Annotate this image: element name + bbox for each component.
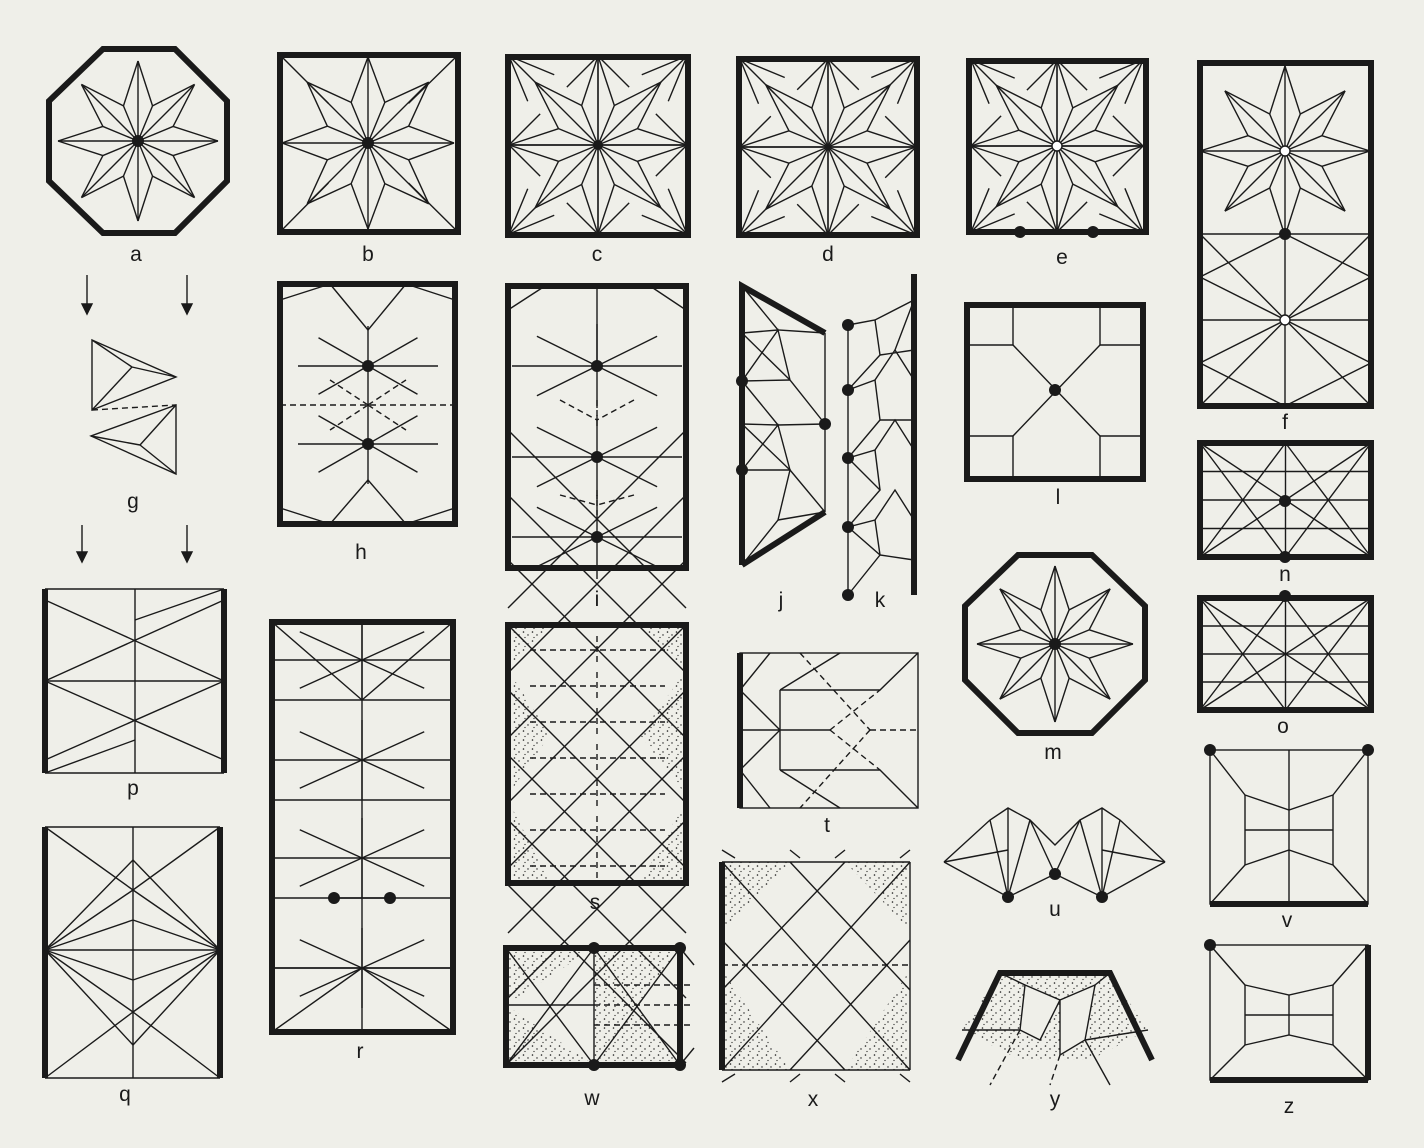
panel-r: r [272, 620, 453, 1063]
panel-f: f [1200, 63, 1371, 434]
panel-u: u [944, 808, 1165, 921]
panel-k: k [842, 274, 914, 612]
label-l: l [1056, 486, 1061, 509]
panel-q: q [45, 827, 220, 1106]
label-s: s [590, 891, 601, 914]
label-n: n [1279, 563, 1291, 586]
label-f: f [1282, 411, 1288, 434]
panel-a: a [49, 49, 227, 266]
label-z: z [1284, 1095, 1295, 1118]
label-j: j [778, 589, 784, 612]
panel-n: n [1200, 443, 1371, 586]
panel-e: e [969, 60, 1146, 269]
panel-i: i [508, 286, 686, 611]
panel-x: x [722, 850, 910, 1111]
label-i: i [595, 588, 600, 611]
label-h: h [355, 541, 367, 564]
panel-p: p [45, 589, 224, 800]
panel-b: b [280, 55, 458, 266]
panel-z: z [1204, 939, 1368, 1118]
panel-o: o [1200, 590, 1371, 738]
label-g: g [127, 490, 139, 513]
label-a: a [130, 243, 142, 266]
label-t: t [824, 814, 830, 837]
label-e: e [1056, 246, 1068, 269]
label-y: y [1050, 1088, 1061, 1111]
panel-d: d [739, 59, 917, 266]
panel-h: h [280, 284, 455, 564]
panel-m: m [965, 555, 1145, 764]
label-u: u [1049, 898, 1061, 921]
label-c: c [592, 243, 603, 266]
label-o: o [1277, 715, 1289, 738]
panel-w: w [506, 942, 694, 1110]
label-v: v [1282, 909, 1293, 932]
label-w: w [583, 1087, 600, 1110]
panel-c: c [508, 56, 688, 266]
label-x: x [808, 1088, 819, 1111]
label-k: k [875, 589, 886, 612]
panel-j: j [736, 286, 831, 612]
panel-v: v [1204, 744, 1374, 932]
label-p: p [127, 777, 139, 800]
label-d: d [822, 243, 834, 266]
panel-t: t [740, 653, 918, 837]
label-q: q [119, 1083, 131, 1106]
label-r: r [357, 1040, 364, 1063]
panel-g: g [77, 275, 192, 562]
panel-l: l [967, 305, 1143, 509]
label-m: m [1044, 741, 1062, 764]
label-b: b [362, 243, 374, 266]
panel-y: y [958, 973, 1152, 1111]
